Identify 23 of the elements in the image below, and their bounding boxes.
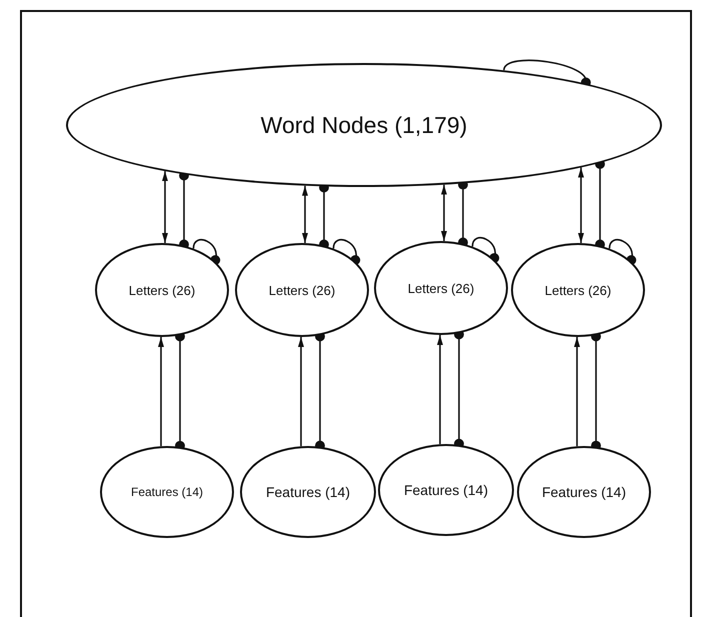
node-label: Letters (26) [128,282,196,298]
arrow [437,335,443,444]
node-label: Letters (26) [544,282,612,298]
connector-line [192,239,220,265]
connector-line [472,237,500,263]
connector-line [595,159,605,250]
arrow [302,186,308,244]
node-label: Word Nodes (1,179) [260,112,468,138]
arrow [441,184,447,242]
node-label: Features (14) [266,484,350,500]
arrow [158,337,164,446]
arrow [162,171,168,244]
arrow [578,168,584,244]
arrow [574,337,580,446]
arrow [298,337,304,446]
connector-line [503,60,590,88]
node-label: Features (14) [130,485,204,499]
connector-line [608,239,636,265]
node-label: Letters (26) [408,280,474,296]
connector-line [332,239,360,265]
node-label: Features (14) [542,484,626,500]
node-label: Letters (26) [268,282,336,298]
node-label: Features (14) [404,482,488,498]
